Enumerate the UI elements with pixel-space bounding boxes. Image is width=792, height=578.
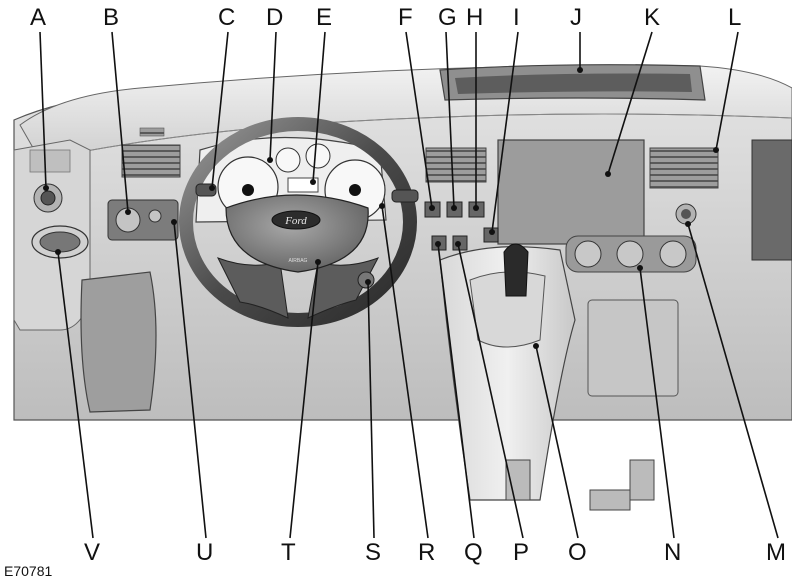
callout-t: T bbox=[281, 539, 296, 566]
gear-lever bbox=[503, 243, 529, 297]
callout-j: J bbox=[570, 4, 582, 31]
callout-e: E bbox=[316, 4, 332, 31]
heater-control-panel bbox=[107, 199, 179, 241]
callout-h: H bbox=[466, 4, 483, 31]
right-door-panel bbox=[751, 139, 792, 261]
vent-small-top bbox=[139, 127, 165, 137]
headlamp-switch bbox=[33, 183, 63, 213]
center-console bbox=[439, 243, 655, 511]
callout-r: R bbox=[418, 539, 435, 566]
callout-k: K bbox=[644, 4, 660, 31]
right-stalk bbox=[391, 189, 419, 203]
storage-compartment bbox=[497, 139, 645, 245]
callout-s: S bbox=[365, 539, 381, 566]
callout-b: B bbox=[103, 4, 119, 31]
callout-g: G bbox=[438, 4, 457, 31]
climate-control-panel bbox=[565, 235, 697, 273]
callout-p: P bbox=[513, 539, 529, 566]
top-storage-tray bbox=[439, 64, 706, 101]
vent-left bbox=[121, 144, 181, 178]
vent-center bbox=[425, 147, 487, 183]
callout-u: U bbox=[196, 539, 213, 566]
callout-q: Q bbox=[464, 539, 483, 566]
steering-wheel: Ford AIRBAG bbox=[179, 117, 419, 327]
callout-labels: A B C D E F G H I J K L V U T S R bbox=[30, 4, 786, 566]
callout-a: A bbox=[30, 4, 46, 31]
ford-badge-text: Ford bbox=[284, 215, 307, 227]
door-storage-bin bbox=[80, 271, 157, 413]
callout-m: M bbox=[766, 539, 786, 566]
callout-i: I bbox=[513, 4, 520, 31]
figure-code: E70781 bbox=[4, 563, 52, 578]
airbag-label: AIRBAG bbox=[289, 258, 308, 264]
callout-f: F bbox=[398, 4, 413, 31]
callout-o: O bbox=[568, 539, 587, 566]
callout-l: L bbox=[728, 4, 741, 31]
ford-badge bbox=[271, 210, 321, 230]
callout-v: V bbox=[84, 539, 100, 566]
cup-holder bbox=[31, 225, 89, 259]
power-socket bbox=[675, 203, 697, 225]
callout-c: C bbox=[218, 4, 235, 31]
callout-n: N bbox=[664, 539, 681, 566]
vent-right bbox=[649, 147, 719, 189]
callout-d: D bbox=[266, 4, 283, 31]
lower-glovebox bbox=[587, 299, 679, 397]
